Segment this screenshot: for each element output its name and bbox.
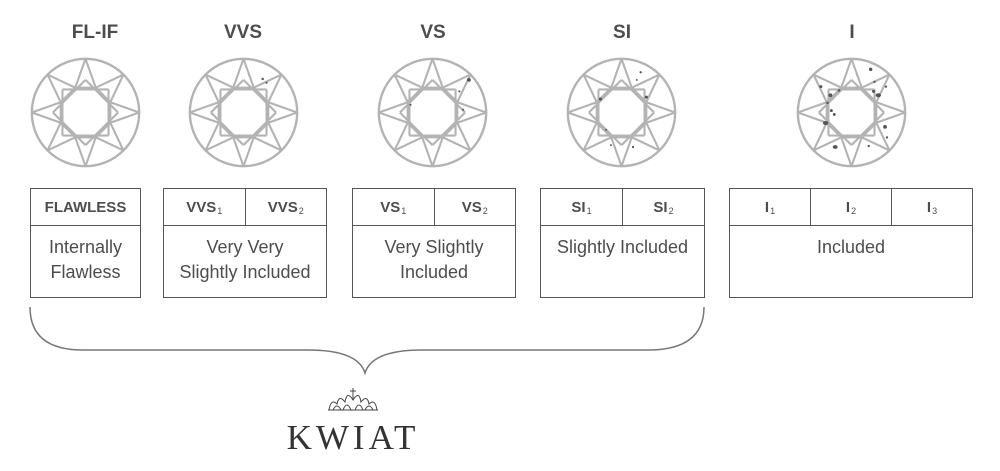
diamond-icon-si: [566, 57, 677, 168]
diamond-icon-fl-if: [30, 57, 141, 168]
grade-description: Slightly Included: [556, 237, 689, 257]
grade-title-i: I: [849, 22, 855, 43]
diamond-icon-i: [796, 57, 907, 168]
kwiat-crown-logo-icon: [328, 388, 378, 411]
grade-title-si: SI: [613, 22, 631, 43]
diamond-icon-vs: [377, 57, 488, 168]
diamond-icon-vvs: [188, 57, 299, 168]
brand-name: KWIAT: [286, 418, 420, 457]
grade-title-fl-if: FL-IF: [71, 22, 119, 43]
grade-description: Included: [816, 237, 886, 257]
grade-title-vs: VS: [420, 22, 446, 43]
curly-brace-icon: [29, 306, 705, 375]
subgrade-flawless: FLAWLESS: [44, 198, 127, 216]
grade-title-vvs: VVS: [223, 22, 263, 43]
subgrade-row: FLAWLESS: [31, 189, 140, 226]
